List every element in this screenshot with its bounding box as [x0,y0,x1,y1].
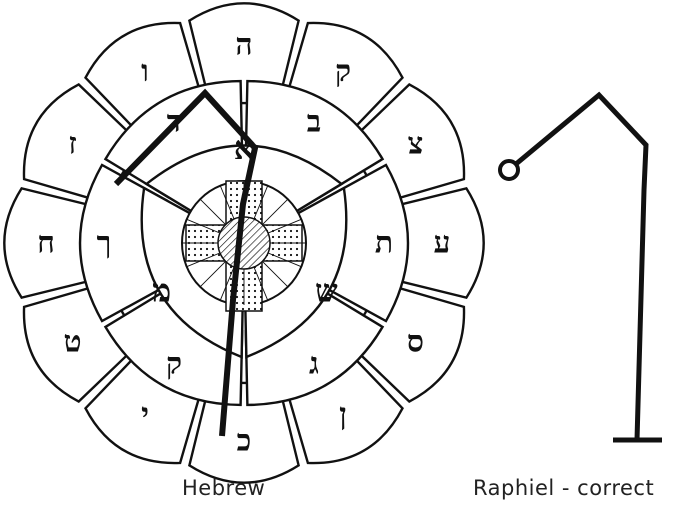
center-rose-disc [218,217,270,269]
outer-ring-letter: ה [235,28,252,63]
outer-ring-letter: ן [339,397,347,432]
outer-ring-letter: צ [408,127,424,162]
middle-ring-letter: ת [375,226,393,261]
inner-ring-letter: מ [152,272,171,310]
outer-ring-letter: ע [434,226,451,261]
caption-hebrew: Hebrew [182,476,265,500]
outer-ring-letter: ס [407,325,424,360]
outer-ring-letter: י [141,397,149,432]
middle-ring-letter: ק [166,347,182,382]
middle-ring-letter: ג [309,347,319,382]
outer-ring-letter: כ [237,424,252,459]
outer-ring-letter: ח [37,226,55,261]
sigil-stroke [516,95,646,440]
outer-ring-letter: ט [63,325,81,360]
outer-ring-letter: ק [335,54,351,89]
inner-ring-letter: ש [315,272,338,310]
middle-ring-letter: ך [97,226,112,261]
outer-ring-letter: ו [141,54,149,89]
sigil-start-circle [500,161,518,179]
raphiel-sigil [500,95,662,440]
middle-ring-letter: ב [307,104,321,139]
caption-raphiel-correct: Raphiel - correct [473,476,654,500]
outer-ring-letter: ז [68,127,76,162]
